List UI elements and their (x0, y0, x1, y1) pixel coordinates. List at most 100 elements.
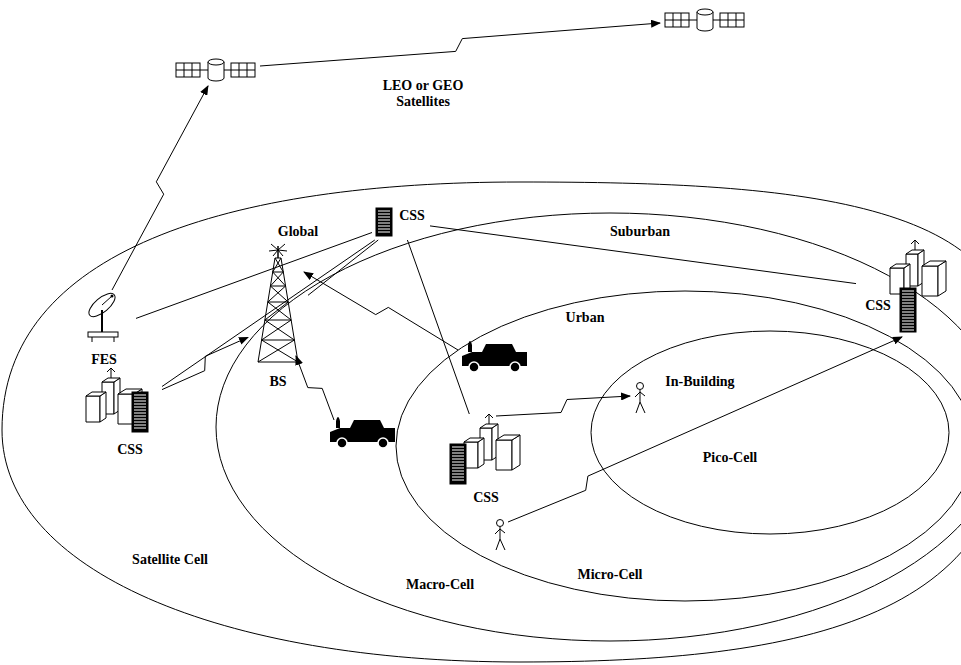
node-icon (248, 244, 308, 394)
node-icon-part (88, 332, 118, 337)
person-icon-part (495, 527, 505, 550)
satellite-icon (176, 59, 255, 81)
wired-link (162, 240, 375, 387)
wired-link (136, 233, 372, 319)
node-icon-part (100, 392, 106, 422)
node-icon-part (270, 286, 285, 287)
node-label: CSS (116, 442, 144, 458)
satellite-icon-part (176, 70, 200, 71)
node-icon-part (262, 340, 295, 341)
node-icon-part (134, 410, 146, 411)
car-icon-part (469, 362, 479, 372)
satellite-icon-part (665, 20, 689, 21)
node-icon-part (480, 424, 498, 428)
node-icon-part (134, 416, 146, 417)
node-icon-part (890, 264, 910, 268)
cell-region: In-BuildingPico-Cell (590, 330, 950, 535)
car-icon-part (336, 417, 340, 428)
person-icon (495, 520, 505, 551)
node-icon-part (102, 378, 120, 382)
node-icon-part (902, 303, 914, 304)
node-icon-part (902, 294, 914, 295)
css-node: CSS (372, 204, 430, 240)
node-icon-part (915, 240, 916, 251)
radio-link-part (508, 337, 902, 522)
node-icon-part (452, 480, 464, 481)
node-label: FES (90, 352, 118, 368)
node-icon-part (452, 465, 464, 466)
node-icon-part (134, 395, 146, 396)
radio-link-part (496, 396, 630, 416)
node-icon-part (452, 459, 464, 460)
node-icon-part (902, 291, 914, 292)
node-icon-part (902, 300, 914, 301)
node-icon-part (902, 306, 914, 307)
css-node: CSS (856, 240, 950, 340)
node-icon-part (512, 435, 520, 470)
node-icon-part (452, 462, 464, 463)
node-icon-part (134, 404, 146, 405)
node-icon-part (938, 261, 946, 296)
node-icon-part (277, 246, 279, 258)
node-icon-part (911, 240, 919, 244)
radio-link-part (304, 272, 458, 350)
node-label: BS (268, 374, 287, 390)
node-icon-part (378, 223, 390, 224)
region-label: Global (277, 224, 319, 240)
cell-region: GlobalSatellite CellCSSSuburbanMacro-Cel… (2, 182, 961, 663)
satellite-icon-part (176, 63, 200, 77)
node-label: CSS (398, 208, 426, 224)
node-icon-part (452, 471, 464, 472)
cell-outline-part (396, 291, 961, 601)
node-icon-part (906, 250, 924, 254)
cell-region: UrbanMicro-CellIn-BuildingPico-CellCSS (395, 290, 961, 602)
cell-outline (590, 330, 950, 535)
satellite-icon-part (713, 20, 720, 21)
car-icon-part (510, 362, 520, 372)
node-icon-part (134, 398, 146, 399)
node-icon-part (376, 208, 392, 236)
node-icon-part (378, 214, 390, 215)
css-node: CSS (446, 414, 526, 508)
node-icon-part (86, 392, 106, 396)
css-node: CSS (82, 368, 162, 460)
satellite-icon-part (224, 70, 231, 71)
node-icon-part (270, 286, 288, 302)
region-label: Macro-Cell (405, 577, 475, 593)
cell-outline-part (2, 182, 961, 662)
satellite-icon (665, 9, 744, 31)
node-icon-part (378, 217, 390, 218)
node-icon-part (902, 297, 914, 298)
node-icon-part (275, 258, 283, 272)
node-icon-part (134, 422, 146, 423)
car-icon (462, 341, 527, 372)
node-icon-part (452, 450, 464, 451)
node-icon-part (489, 414, 490, 425)
node-icon-part (496, 435, 520, 440)
car-icon-part (378, 438, 388, 448)
cell-region: SuburbanMacro-CellUrbanMicro-CellIn-Buil… (215, 212, 961, 642)
node-icon-part (134, 401, 146, 402)
node-icon-part (111, 295, 114, 298)
person-icon-part (637, 383, 644, 390)
node-icon-part (922, 266, 938, 296)
person-icon-part (497, 520, 504, 527)
fes-node: FES (72, 290, 136, 370)
satellite-icon-part (208, 59, 224, 65)
node-icon-part (378, 232, 390, 233)
region-label: Urban (565, 310, 606, 326)
node-icon-part (134, 407, 146, 408)
node-icon-part (378, 229, 390, 230)
node-icon-part (478, 438, 484, 468)
node-icon-part (900, 288, 916, 332)
node-icon-part (273, 250, 278, 256)
cell-outline-part (216, 213, 961, 641)
satellite-icon-part (697, 9, 713, 15)
node-icon-part (378, 211, 390, 212)
satellite-icon-part (665, 13, 689, 27)
node-label: CSS (864, 298, 892, 314)
bs-node: BS (248, 244, 308, 394)
node-icon-part (134, 425, 146, 426)
node-icon-part (102, 296, 112, 305)
node-icon-part (464, 438, 484, 442)
